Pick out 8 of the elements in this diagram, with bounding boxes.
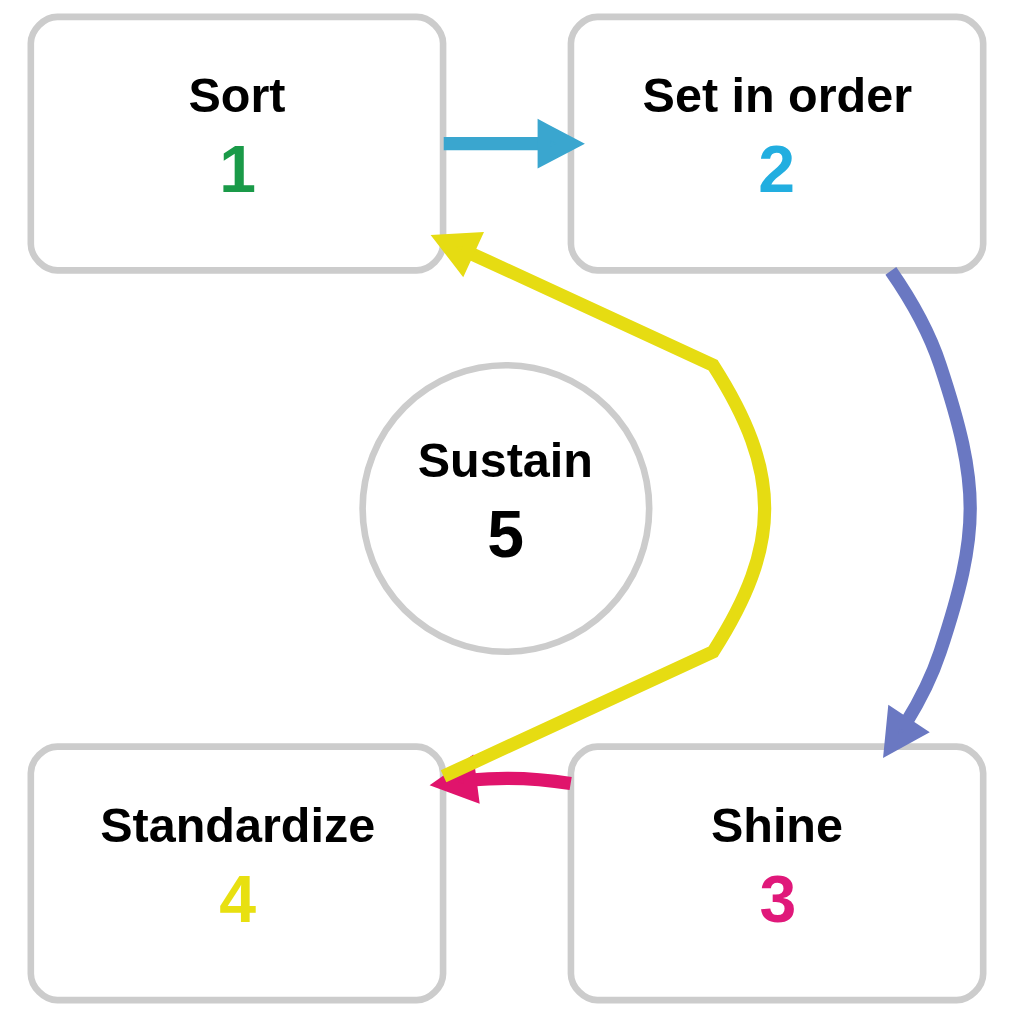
arrow (430, 232, 771, 783)
node-box: Set in order 2 (567, 13, 986, 274)
arrow (882, 267, 977, 759)
node-box: Shine 3 (567, 743, 986, 1004)
node-circle: Sustain 5 (358, 361, 652, 656)
node-box: Standardize 4 (27, 743, 446, 1004)
arrow (443, 118, 585, 169)
node-box: Sort 1 (27, 13, 446, 274)
